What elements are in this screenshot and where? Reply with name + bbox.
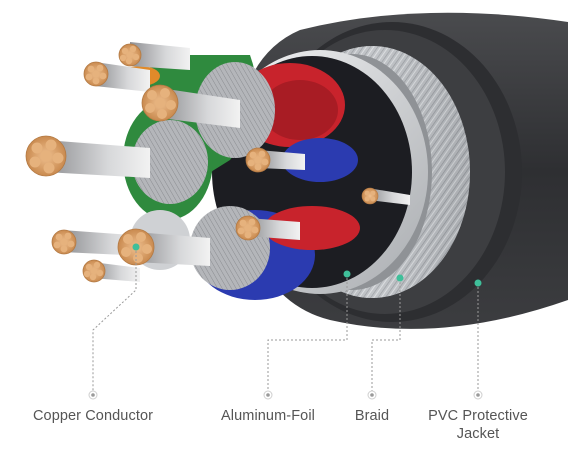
pvc-jacket-label: PVC Protective Jacket xyxy=(418,407,538,443)
foil-marker-dot xyxy=(343,270,351,278)
callout-markers xyxy=(88,243,483,400)
copper-marker-dot xyxy=(132,243,140,251)
callout-leaders xyxy=(92,247,479,395)
aluminum-foil-label: Aluminum-Foil xyxy=(221,408,315,424)
braid-label: Braid xyxy=(354,408,390,424)
pvc-jacket-label-line2: Jacket xyxy=(456,426,500,442)
pvc-jacket-label-line1: PVC Protective xyxy=(428,408,528,424)
copper-conductor-label: Copper Conductor xyxy=(32,408,154,424)
jacket-marker-dot xyxy=(474,279,482,287)
braid-marker-dot xyxy=(396,274,404,282)
